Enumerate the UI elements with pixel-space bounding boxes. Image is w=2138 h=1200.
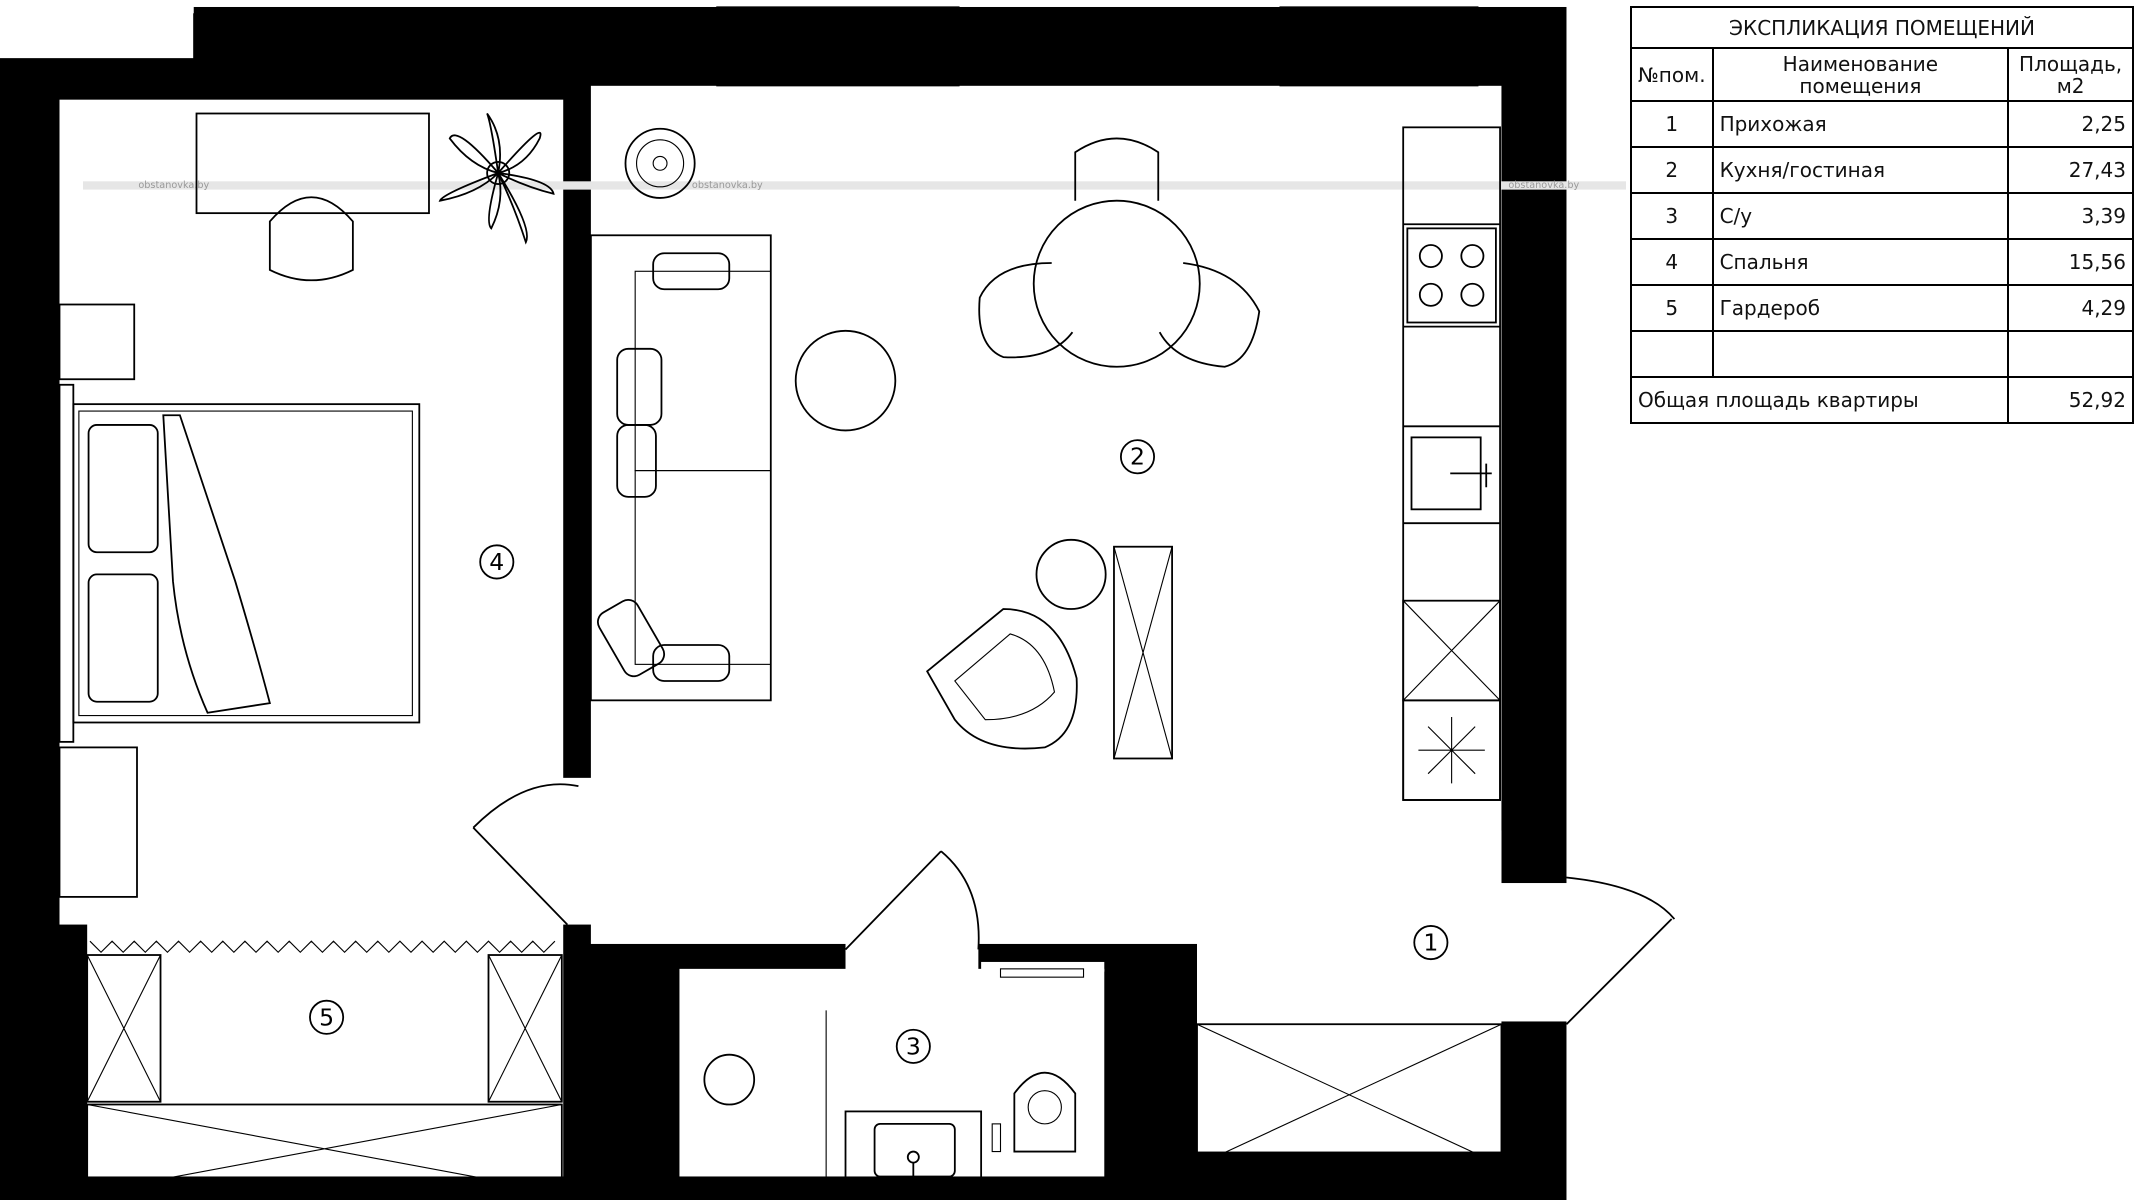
dining-chair — [978, 262, 1074, 359]
bathroom — [703, 850, 1085, 1194]
room-label-3: 3 — [906, 1032, 921, 1060]
total-area: 52,92 — [2007, 376, 2134, 424]
room-label-1: 1 — [1423, 929, 1438, 957]
bedroom-door — [472, 783, 579, 926]
shower-drain — [703, 1053, 756, 1106]
room-name: Гардероб — [1711, 284, 2010, 332]
room-number: 1 — [1630, 100, 1714, 148]
curtain — [89, 940, 556, 954]
hall-wardrobe — [1196, 1023, 1503, 1167]
living-furniture — [589, 127, 1261, 760]
watermark: obstanovka.by — [692, 180, 763, 191]
fridge — [1402, 699, 1501, 801]
room-name: С/у — [1711, 192, 2010, 240]
header-name: Наименование помещения — [1711, 47, 2010, 102]
room-explication-table: ЭКСПЛИКАЦИЯ ПОМЕЩЕНИЙ №пом. Наименование… — [1629, 6, 2134, 424]
bath-sink — [844, 1110, 983, 1194]
walls — [0, 6, 1567, 1200]
pouf — [1035, 538, 1107, 610]
room-area: 2,25 — [2007, 100, 2134, 148]
pillow — [87, 573, 159, 703]
total-row: Общая площадь квартиры 52,92 — [1629, 376, 2134, 424]
desk-chair — [268, 196, 354, 282]
room-area: 3,39 — [2007, 192, 2134, 240]
header-number: №пом. — [1630, 47, 1714, 102]
tv-stand — [1113, 545, 1173, 760]
dining-chair — [1074, 137, 1160, 201]
coffee-table — [794, 329, 897, 432]
towel-rail — [999, 968, 1085, 978]
room-number: 4 — [1630, 238, 1714, 286]
cushion — [597, 598, 666, 678]
cushion — [652, 644, 731, 682]
bathroom-door — [844, 850, 980, 951]
room-name: Спальня — [1711, 238, 2010, 286]
desk — [195, 112, 430, 215]
hall — [1196, 876, 1676, 1167]
entrance-door — [1565, 876, 1676, 1025]
cushion — [616, 424, 657, 498]
armchair — [926, 608, 1078, 750]
pillow — [87, 424, 159, 554]
room-number: 3 — [1630, 192, 1714, 240]
watermark: obstanovka.by — [1508, 180, 1579, 191]
dining-table — [1032, 199, 1201, 368]
room-area: 15,56 — [2007, 238, 2134, 286]
watermark: obstanovka.by — [138, 180, 209, 191]
nightstand — [58, 746, 138, 898]
watermark-strip — [83, 181, 1626, 190]
dining-chair — [1158, 262, 1261, 368]
total-label: Общая площадь квартиры — [1629, 376, 2010, 424]
toilet — [1013, 1071, 1077, 1153]
table-title: ЭКСПЛИКАЦИЯ ПОМЕЩЕНИЙ — [1630, 6, 2134, 49]
room-label-5: 5 — [319, 1003, 334, 1031]
header-area: Площадь, м2 — [2007, 47, 2134, 102]
blanket — [162, 414, 271, 714]
room-name: Прихожая — [1711, 100, 2010, 148]
room-area: 27,43 — [2007, 146, 2134, 194]
plant-icon — [438, 112, 555, 245]
kitchen — [1402, 126, 1501, 801]
room-name: Кухня/гостиная — [1711, 146, 2010, 194]
stove — [1406, 227, 1497, 324]
cushion — [652, 252, 731, 291]
empty-row — [1630, 330, 2134, 378]
room-labels: 1 2 3 4 5 — [309, 439, 1449, 1064]
nightstand — [58, 303, 136, 381]
bedroom-furniture — [58, 112, 579, 926]
room-label-2: 2 — [1130, 443, 1145, 471]
floor-lamp — [624, 127, 696, 199]
room-area: 4,29 — [2007, 284, 2134, 332]
wardrobe-furniture — [86, 940, 563, 1194]
windows — [193, 6, 1479, 98]
bed — [72, 403, 421, 724]
room-number: 2 — [1630, 146, 1714, 194]
room-label-4: 4 — [489, 548, 504, 576]
room-number: 5 — [1630, 284, 1714, 332]
